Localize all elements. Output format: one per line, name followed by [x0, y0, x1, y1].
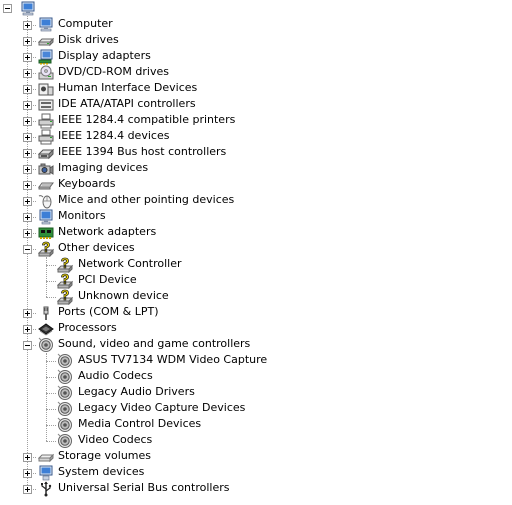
processor-icon	[38, 321, 54, 337]
tree-expander[interactable]	[23, 213, 32, 222]
computer-icon	[20, 1, 36, 17]
display-adapter-icon	[38, 49, 54, 65]
ieee1394-icon	[38, 145, 54, 161]
tree-expander[interactable]	[23, 21, 32, 30]
system-device-icon	[38, 465, 54, 481]
tree-item-label: Ports (COM & LPT)	[58, 305, 159, 318]
printer-icon	[38, 129, 54, 145]
tree-expander[interactable]	[23, 341, 32, 350]
tree-expander[interactable]	[23, 53, 32, 62]
tree-expander[interactable]	[23, 37, 32, 46]
tree-item-label: Network Controller	[78, 257, 182, 270]
monitor-icon	[38, 209, 54, 225]
tree-item-label: Audio Codecs	[78, 369, 153, 382]
tree-item-label: ASUS TV7134 WDM Video Capture	[78, 353, 268, 366]
tree-item-label: System devices	[58, 465, 145, 478]
speaker-icon	[57, 385, 73, 401]
tree-expander[interactable]	[23, 165, 32, 174]
tree-expander[interactable]	[23, 325, 32, 334]
tree-expander[interactable]	[23, 309, 32, 318]
root-expander[interactable]	[3, 4, 12, 13]
printer-icon	[38, 113, 54, 129]
unknown-device-icon	[57, 257, 73, 273]
tree-item-label: Storage volumes	[58, 449, 152, 462]
tree-item-label: IDE ATA/ATAPI controllers	[58, 97, 196, 110]
disk-drive-icon	[38, 33, 54, 49]
unknown-device-icon	[38, 241, 54, 257]
tree-child-item[interactable]	[0, 257, 512, 273]
tree-item-label: PCI Device	[78, 273, 137, 286]
unknown-device-icon	[57, 273, 73, 289]
unknown-device-icon	[57, 289, 73, 305]
speaker-icon	[57, 433, 73, 449]
tree-expander[interactable]	[23, 181, 32, 190]
tree-expander[interactable]	[23, 245, 32, 254]
network-adapter-icon	[38, 225, 54, 241]
tree-child-item[interactable]	[0, 433, 512, 449]
speaker-icon	[57, 401, 73, 417]
tree-item-label: Legacy Video Capture Devices	[78, 401, 246, 414]
tree-item-label: Universal Serial Bus controllers	[58, 481, 230, 494]
tree-item-label: Mice and other pointing devices	[58, 193, 235, 206]
tree-child-item[interactable]	[0, 369, 512, 385]
dvd-drive-icon	[38, 65, 54, 81]
tree-item-label: Monitors	[58, 209, 106, 222]
keyboard-icon	[38, 177, 54, 193]
tree-expander[interactable]	[23, 453, 32, 462]
tree-item-label: IEEE 1394 Bus host controllers	[58, 145, 227, 158]
tree-item-label: Unknown device	[78, 289, 169, 302]
tree-expander[interactable]	[23, 101, 32, 110]
tree-item-label: Video Codecs	[78, 433, 153, 446]
tree-expander[interactable]	[23, 133, 32, 142]
mouse-icon	[38, 193, 54, 209]
tree-expander[interactable]	[23, 485, 32, 494]
speaker-icon	[38, 337, 54, 353]
tree-item-label: Network adapters	[58, 225, 157, 238]
tree-expander[interactable]	[23, 469, 32, 478]
tree-child-item[interactable]	[0, 417, 512, 433]
tree-item-label: DVD/CD-ROM drives	[58, 65, 169, 78]
tree-child-item[interactable]	[0, 273, 512, 289]
tree-expander[interactable]	[23, 117, 32, 126]
tree-expander[interactable]	[23, 69, 32, 78]
speaker-icon	[57, 353, 73, 369]
tree-child-item[interactable]	[0, 385, 512, 401]
camera-icon	[38, 161, 54, 177]
speaker-icon	[57, 369, 73, 385]
tree-item-label: Processors	[58, 321, 117, 334]
tree-item-label: Display adapters	[58, 49, 151, 62]
tree-item-label: Imaging devices	[58, 161, 149, 174]
speaker-icon	[57, 417, 73, 433]
tree-item-label: Human Interface Devices	[58, 81, 198, 94]
tree-item-label: Sound, video and game controllers	[58, 337, 251, 350]
tree-item-label: IEEE 1284.4 devices	[58, 129, 170, 142]
tree-expander[interactable]	[23, 85, 32, 94]
tree-child-item[interactable]	[0, 289, 512, 305]
storage-volume-icon	[38, 449, 54, 465]
tree-child-item[interactable]	[0, 401, 512, 417]
ide-controller-icon	[38, 97, 54, 113]
tree-item-label: IEEE 1284.4 compatible printers	[58, 113, 236, 126]
tree-expander[interactable]	[23, 149, 32, 158]
tree-item-label: Other devices	[58, 241, 135, 254]
tree-expander[interactable]	[23, 229, 32, 238]
hid-icon	[38, 81, 54, 97]
computer-icon	[38, 17, 54, 33]
tree-item-label: Keyboards	[58, 177, 116, 190]
usb-icon	[38, 481, 54, 497]
tree-item-label: Disk drives	[58, 33, 119, 46]
port-icon	[38, 305, 54, 321]
tree-item-label: Legacy Audio Drivers	[78, 385, 195, 398]
tree-item-label: Media Control Devices	[78, 417, 202, 430]
tree-expander[interactable]	[23, 197, 32, 206]
tree-item-label: Computer	[58, 17, 113, 30]
